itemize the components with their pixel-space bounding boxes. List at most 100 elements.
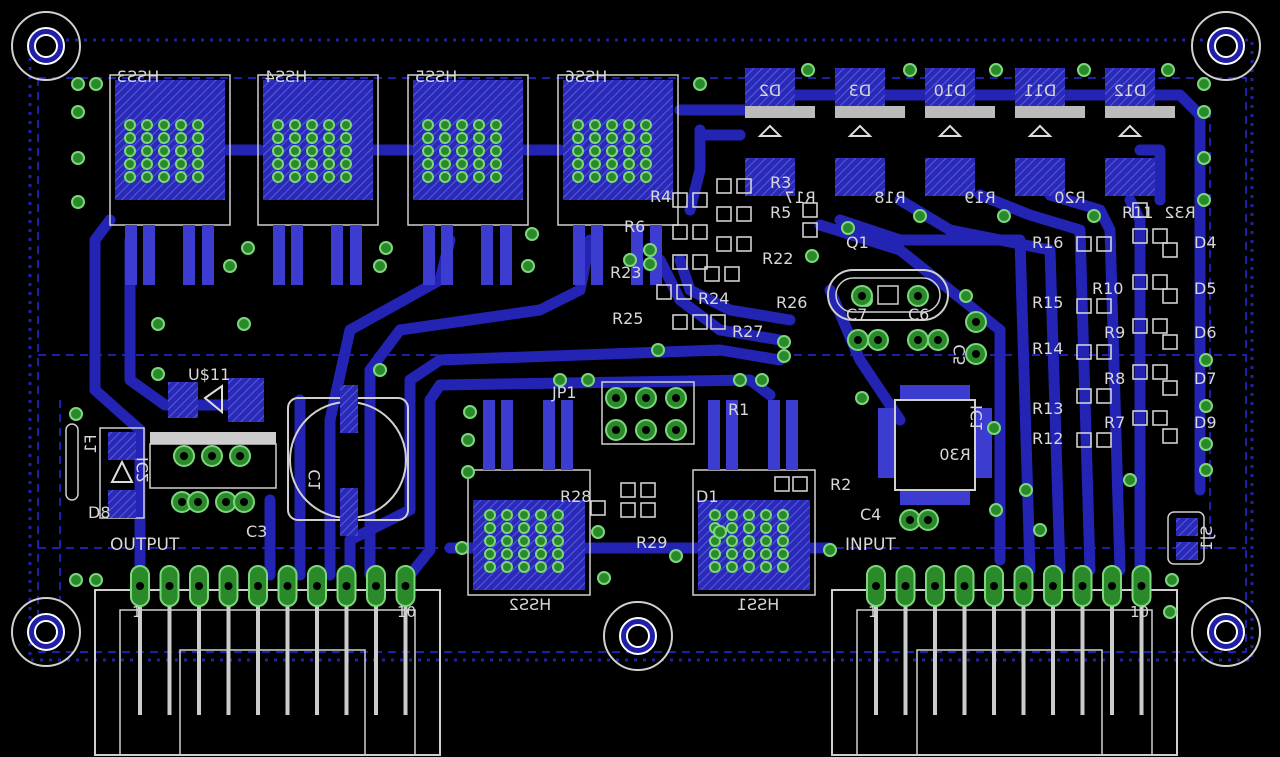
- thermal-via: [439, 132, 451, 144]
- label-hss1: HSS1: [737, 595, 780, 614]
- label-d7: D7: [1194, 369, 1217, 388]
- connector-pad-hole: [1019, 582, 1028, 590]
- connector-pad-hole: [283, 582, 292, 590]
- thermal-via: [709, 561, 721, 573]
- ic1-footprint: [878, 385, 992, 505]
- via: [1163, 605, 1177, 619]
- smd-pad: [1132, 364, 1148, 380]
- connector-pad-hole: [1137, 582, 1146, 590]
- thermal-via: [175, 145, 187, 157]
- thermal-via: [777, 522, 789, 534]
- mounting-holes: [11, 11, 1261, 671]
- smd-pad: [692, 224, 708, 240]
- label-q1: Q1: [846, 233, 869, 252]
- smd-pad: [1152, 410, 1168, 426]
- thermal-via: [640, 119, 652, 131]
- thermal-via: [552, 509, 564, 521]
- thermal-via: [589, 158, 601, 170]
- thermal-via: [535, 548, 547, 560]
- smd-pad: [716, 236, 732, 252]
- smd-pad: [1076, 344, 1092, 360]
- thermal-via: [623, 119, 635, 131]
- thermal-via: [484, 509, 496, 521]
- thermal-via: [124, 171, 136, 183]
- pad-hole: [222, 498, 230, 506]
- smd-pad: [1162, 428, 1178, 444]
- via: [755, 373, 769, 387]
- label-r22: R22: [762, 249, 793, 268]
- smd-pad: [1162, 288, 1178, 304]
- thermal-via: [158, 132, 170, 144]
- thermal-via: [726, 535, 738, 547]
- thermal-via: [141, 145, 153, 157]
- label-r25: R25: [612, 309, 643, 328]
- thermal-via: [535, 561, 547, 573]
- thermal-via: [192, 132, 204, 144]
- thermal-via: [606, 158, 618, 170]
- via: [591, 525, 605, 539]
- via: [1087, 209, 1101, 223]
- label-r9: R9: [1104, 323, 1125, 342]
- label-hss6: HSS6: [565, 67, 608, 86]
- thermal-via: [272, 158, 284, 170]
- via: [805, 249, 819, 263]
- label-r18: R18: [874, 188, 905, 207]
- via: [823, 543, 837, 557]
- connector-input: [831, 589, 1178, 756]
- connector-pin-lead: [285, 590, 290, 715]
- crystal-q1: [827, 269, 949, 321]
- pad-hole: [914, 336, 922, 344]
- label-fuse: F1: [81, 434, 100, 453]
- thermal-via: [422, 171, 434, 183]
- thermal-via: [456, 145, 468, 157]
- connector-pin-lead: [903, 590, 908, 715]
- thermal-via: [552, 561, 564, 573]
- thermal-via: [760, 509, 772, 521]
- ic2-footprint: [65, 423, 145, 519]
- smd-pad: [1152, 318, 1168, 334]
- thermal-via: [323, 132, 335, 144]
- thermal-via: [501, 522, 513, 534]
- via: [733, 373, 747, 387]
- label-d11: D11: [1024, 81, 1057, 100]
- connector-pin-lead: [874, 590, 878, 715]
- thermal-via: [192, 145, 204, 157]
- thermal-via: [490, 132, 502, 144]
- thermal-via: [623, 145, 635, 157]
- pad-hole: [642, 394, 650, 402]
- thermal-via: [175, 171, 187, 183]
- thermal-via: [518, 535, 530, 547]
- smd-pad: [1162, 242, 1178, 258]
- solder-jumper-sj1: [1167, 511, 1205, 565]
- thermal-via: [726, 561, 738, 573]
- thermal-via: [456, 171, 468, 183]
- label-d3: D3: [849, 81, 872, 100]
- connector-pin-lead: [344, 590, 349, 715]
- via: [643, 257, 657, 271]
- thermal-via: [535, 535, 547, 547]
- thermal-via: [340, 132, 352, 144]
- pad-hole: [194, 498, 202, 506]
- thermal-via: [323, 158, 335, 170]
- label-c6: C6: [908, 305, 929, 324]
- thermal-via: [141, 158, 153, 170]
- via: [1199, 437, 1213, 451]
- connector-pin-lead: [226, 590, 231, 715]
- connector-pin-lead: [315, 590, 319, 715]
- thermal-via: [456, 158, 468, 170]
- via: [223, 259, 237, 273]
- thermal-via: [306, 119, 318, 131]
- label-r28: R28: [560, 487, 591, 506]
- label-r3: R3: [770, 173, 791, 192]
- pad-hole: [180, 452, 188, 460]
- thermal-via: [640, 132, 652, 144]
- thermal-via: [760, 535, 772, 547]
- via: [521, 259, 535, 273]
- thermal-via: [606, 132, 618, 144]
- thermal-via: [439, 171, 451, 183]
- thermal-via: [192, 158, 204, 170]
- regulator-u11: [149, 378, 277, 489]
- thermal-via: [760, 548, 772, 560]
- connector-pin-lead: [403, 590, 408, 715]
- thermal-via: [518, 561, 530, 573]
